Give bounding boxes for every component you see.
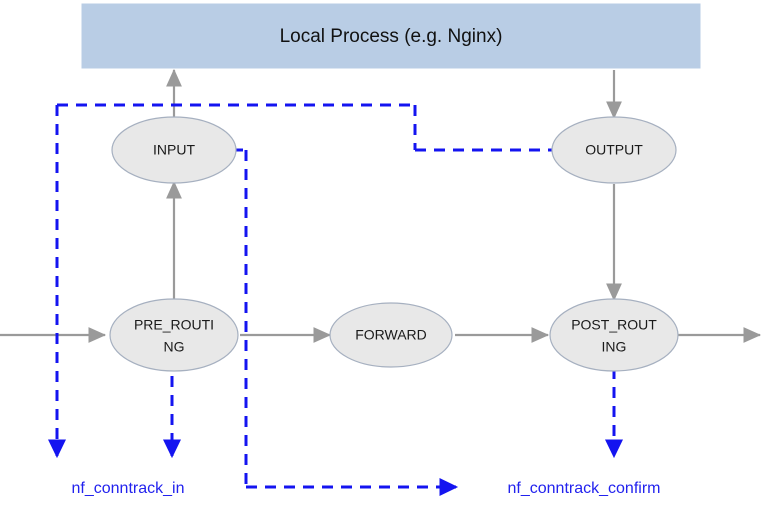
hook-node-input[interactable]	[111, 116, 237, 184]
conntrack-label-in: nf_conntrack_in	[72, 480, 185, 497]
local-process-box	[81, 3, 701, 69]
conntrack-label-confirm: nf_conntrack_confirm	[508, 480, 661, 497]
hook-label-pre-routing-line2: NG	[164, 339, 185, 355]
local-process-label: Local Process (e.g. Nginx)	[280, 26, 503, 47]
hook-label-forward: FORWARD	[355, 327, 427, 343]
hook-label-pre-routing-line1: PRE_ROUTI	[134, 317, 214, 333]
hook-label-post-routing-line1: POST_ROUT	[571, 317, 657, 333]
hook-node-pre-routing[interactable]	[109, 298, 239, 372]
hook-node-output[interactable]	[551, 116, 677, 184]
hook-node-forward[interactable]	[329, 302, 453, 368]
hook-label-input: INPUT	[153, 142, 195, 158]
hook-label-post-routing-line2: ING	[602, 339, 627, 355]
hook-label-output: OUTPUT	[585, 142, 643, 158]
hook-node-post-routing[interactable]	[549, 298, 679, 372]
